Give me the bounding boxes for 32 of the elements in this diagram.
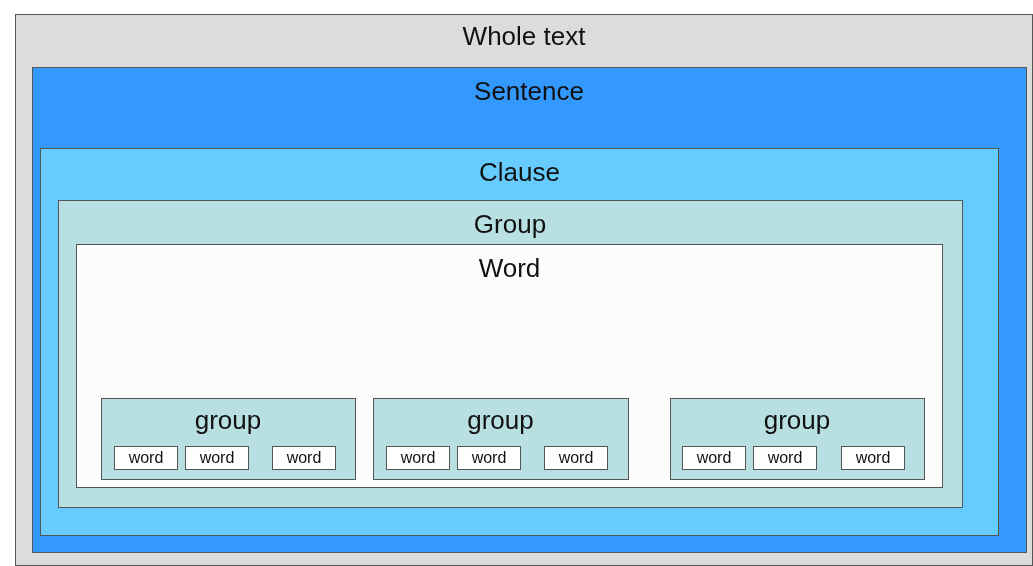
nested-box: [386, 446, 450, 470]
box-label: Whole text: [462, 21, 586, 52]
box-label: group: [467, 404, 534, 436]
box-label: word: [286, 449, 322, 467]
nested-box: [114, 446, 178, 470]
nested-box: [272, 446, 336, 470]
nested-box: [544, 446, 608, 470]
nested-box: [185, 446, 249, 470]
nested-box: [57, 199, 963, 508]
box-label: word: [400, 449, 436, 467]
box-label: Clause: [479, 157, 560, 188]
nested-box: [753, 446, 817, 470]
box-label: Sentence: [474, 75, 584, 107]
box-label: word: [767, 449, 803, 467]
box-label: word: [696, 449, 732, 467]
box-label: word: [199, 449, 235, 467]
nested-box: [76, 244, 943, 488]
box-label: word: [855, 449, 891, 467]
nested-box: [100, 397, 356, 480]
nested-box: [841, 446, 905, 470]
box-label: word: [558, 449, 594, 467]
nested-box: [669, 397, 925, 480]
nested-box: [682, 446, 746, 470]
box-label: group: [194, 404, 262, 436]
nested-box: [40, 148, 999, 536]
box-label: Word: [478, 253, 541, 284]
box-label: word: [471, 449, 507, 467]
box-label: Group: [473, 208, 547, 240]
box-label: group: [763, 404, 831, 436]
nested-box: [372, 397, 629, 480]
nested-box: [457, 446, 521, 470]
box-label: word: [128, 449, 164, 467]
